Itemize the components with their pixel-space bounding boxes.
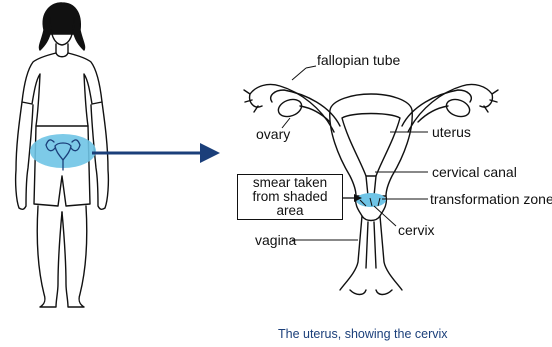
note-line-1: smear taken <box>238 176 342 190</box>
note-line-2: from shaded <box>238 190 342 204</box>
label-ovary: ovary <box>256 126 290 142</box>
figure-caption: The uterus, showing the cervix <box>278 327 448 341</box>
label-vagina: vagina <box>255 232 296 248</box>
label-transformation-zone: transformation zone <box>430 191 552 207</box>
label-fallopian-tube: fallopian tube <box>317 52 400 68</box>
label-uterus: uterus <box>432 124 471 140</box>
label-cervix: cervix <box>398 222 435 238</box>
note-line-3: area <box>238 204 342 218</box>
smear-note-box: smear taken from shaded area <box>237 174 343 220</box>
label-cervical-canal: cervical canal <box>432 164 517 180</box>
